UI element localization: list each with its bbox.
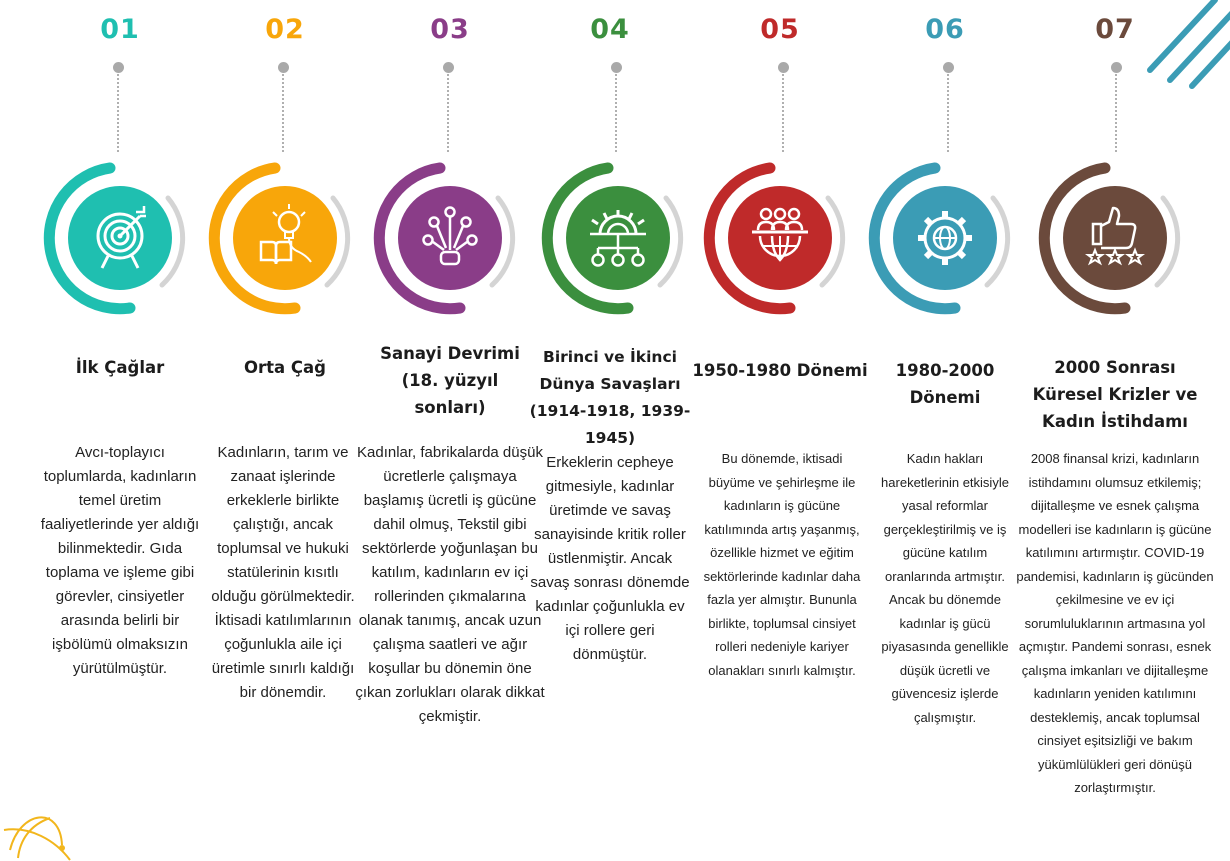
step-number: 03 [430,14,470,45]
step-ring-inner-arc [984,195,1011,288]
thumbs-up-stars-icon [1085,206,1145,266]
step-number: 05 [760,14,800,45]
step-number: 01 [100,14,140,45]
lightbulb-book-icon [259,204,312,265]
step-description: Kadın hakları hareketlerinin etkisiyle y… [881,451,1009,725]
orbit-decoration-icon [3,816,71,861]
network-nodes-icon [422,206,478,266]
step-ring [15,148,225,328]
step-ring [513,148,723,328]
step-description: Erkeklerin cepheye gitmesiyle, kadınlar … [530,454,690,663]
step-ring [675,148,885,328]
step-ring [840,148,1050,328]
pin-line [947,74,949,152]
step-number: 04 [590,14,630,45]
pin-dot [778,62,789,73]
pin-dot [611,62,622,73]
pin-line [615,74,617,152]
step-title: 1980-2000 Dönemi [895,361,995,407]
timeline-step-07: 07 2000 Sonrası Küresel Krizler ve Kadın… [1015,0,1215,861]
step-ring-inner-arc [324,195,351,288]
step-description: Kadınların, tarım ve zanaat işlerinde er… [211,444,355,701]
step-ring [345,148,555,328]
step-number: 06 [925,14,965,45]
step-title: Orta Çağ [244,358,326,377]
pin-line [1115,74,1117,152]
timeline-step-06: 06 1980-2000 Dönemi Kadın hakları hareke… [845,0,1045,861]
gear-hierarchy-icon [590,210,646,267]
step-title: 2000 Sonrası Küresel Krizler ve Kadın İs… [1032,358,1198,431]
step-ring-inner-arc [1154,195,1181,288]
pin-dot [113,62,124,73]
step-title: 1950-1980 Dönemi [692,361,868,380]
timeline-step-04: 04 Birinci ve İkinci Dünya Savaşları (19… [505,0,715,861]
step-number: 02 [265,14,305,45]
timeline-step-03: 03 Sanayi Devrimi (18. yüzyıl sonları) K… [345,0,555,861]
pin-dot [278,62,289,73]
step-ring-inner-arc [159,195,186,288]
step-description: Bu dönemde, iktisadi büyüme ve şehirleşm… [703,451,861,678]
gear-globe-icon [918,211,972,265]
timeline-step-02: 02 Orta Çağ Kadınların, tarım ve zanaat … [180,0,390,861]
step-ring-inner-arc [819,195,846,288]
step-badge [1063,186,1167,290]
step-ring-inner-arc [489,195,516,288]
pin-line [282,74,284,152]
target-icon [96,206,146,269]
pin-dot [443,62,454,73]
pin-dot [1111,62,1122,73]
pin-line [447,74,449,152]
step-title: Birinci ve İkinci Dünya Savaşları (1914-… [529,348,691,447]
step-ring-arc [43,162,136,315]
step-ring-arc [541,162,634,315]
step-title: İlk Çağlar [75,358,165,377]
step-ring-arc [703,162,796,315]
pin-line [117,74,119,152]
step-description: 2008 finansal krizi, kadınların istihdam… [1016,451,1214,795]
step-ring-arc [208,162,301,315]
step-number: 07 [1095,14,1135,45]
step-ring-inner-arc [657,195,684,288]
pin-dot [943,62,954,73]
step-ring-arc [1038,162,1131,315]
step-description: Kadınlar, fabrikalarda düşük ücretlerle … [355,444,545,725]
step-ring [1010,148,1220,328]
step-description: Avcı-toplayıcı toplumlarda, kadınların t… [40,444,200,677]
pin-line [782,74,784,152]
step-title: Sanayi Devrimi (18. yüzyıl sonları) [380,344,520,417]
step-ring [180,148,390,328]
people-globe-icon [752,207,808,262]
timeline-step-05: 05 1950-1980 Dönemi Bu dönemde, iktisadi… [680,0,880,861]
step-ring-arc [868,162,961,315]
timeline-step-01: 01 İlk Çağlar Avcı-toplayıcı toplumlarda… [15,0,225,861]
step-ring-arc [373,162,466,315]
decorative-stripes [1147,0,1230,89]
